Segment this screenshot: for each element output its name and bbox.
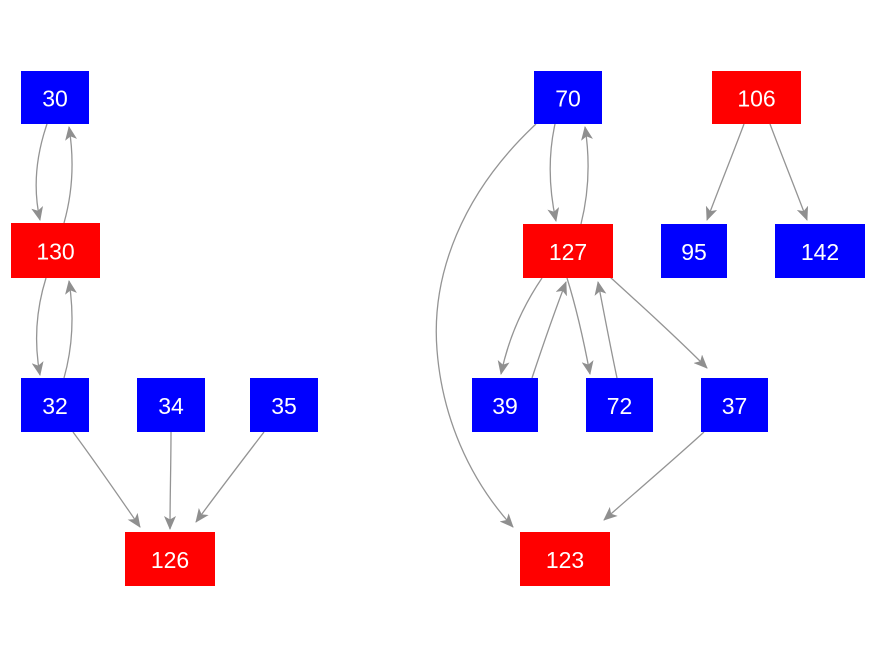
edge-72-127 xyxy=(594,281,618,379)
node-39-box xyxy=(472,378,538,432)
edge-130-32 xyxy=(31,277,47,376)
edge-130-30 xyxy=(63,126,77,224)
edge-35-126 xyxy=(195,431,265,523)
node-95-box xyxy=(661,224,727,278)
node-35-box xyxy=(250,378,318,432)
node-126-label: 126 xyxy=(151,547,189,573)
node-127-label: 127 xyxy=(549,239,587,265)
edge-30-130 xyxy=(31,123,48,221)
node-95: 95 xyxy=(661,224,727,278)
node-37: 37 xyxy=(701,378,768,432)
edge-34-126 xyxy=(164,431,177,530)
node-37-label: 37 xyxy=(722,393,748,419)
node-72-label: 72 xyxy=(607,393,633,419)
node-37-box xyxy=(701,378,768,432)
edge-32-130 xyxy=(63,280,77,379)
node-126: 126 xyxy=(125,532,215,586)
node-39: 39 xyxy=(472,378,538,432)
edge-127-37 xyxy=(609,276,708,369)
node-106: 106 xyxy=(712,71,801,124)
node-35-label: 35 xyxy=(271,393,297,419)
node-72-box xyxy=(586,378,653,432)
node-30: 30 xyxy=(21,71,89,124)
node-123: 123 xyxy=(520,532,610,586)
edge-32-126 xyxy=(72,431,141,528)
node-39-label: 39 xyxy=(492,393,518,419)
node-142: 142 xyxy=(775,224,865,278)
edge-37-123 xyxy=(603,431,705,521)
node-127: 127 xyxy=(523,224,613,278)
node-106-box xyxy=(712,71,801,124)
node-95-label: 95 xyxy=(681,239,707,265)
edge-106-95 xyxy=(705,123,745,221)
node-30-box xyxy=(21,71,89,124)
node-130-label: 130 xyxy=(36,239,74,265)
edge-70-123 xyxy=(435,123,537,528)
edge-39-127 xyxy=(531,281,567,379)
node-123-label: 123 xyxy=(546,547,584,573)
node-142-box xyxy=(775,224,865,278)
node-35: 35 xyxy=(250,378,318,432)
edges-layer xyxy=(31,123,809,530)
nodes-layer: 30 130 32 34 35 126 70 106 127 95 142 39 72 37 123 xyxy=(11,71,865,586)
node-34: 34 xyxy=(137,378,205,432)
node-126-box xyxy=(125,532,215,586)
edge-106-142 xyxy=(769,123,809,221)
edge-70-127 xyxy=(547,123,560,222)
edge-127-72 xyxy=(566,277,594,375)
node-70-label: 70 xyxy=(555,86,581,112)
node-130-box xyxy=(11,223,100,278)
node-32-label: 32 xyxy=(42,393,68,419)
node-72: 72 xyxy=(586,378,653,432)
node-70-box xyxy=(534,71,602,124)
node-34-label: 34 xyxy=(158,393,184,419)
edge-127-70 xyxy=(580,126,593,225)
node-32-box xyxy=(21,378,89,432)
node-34-box xyxy=(137,378,205,432)
node-30-label: 30 xyxy=(42,86,68,112)
node-142-label: 142 xyxy=(801,239,839,265)
node-130: 130 xyxy=(11,223,100,278)
node-106-label: 106 xyxy=(737,86,775,112)
edge-127-39 xyxy=(497,277,543,375)
node-123-box xyxy=(520,532,610,586)
node-127-box xyxy=(523,224,613,278)
node-70: 70 xyxy=(534,71,602,124)
node-32: 32 xyxy=(21,378,89,432)
